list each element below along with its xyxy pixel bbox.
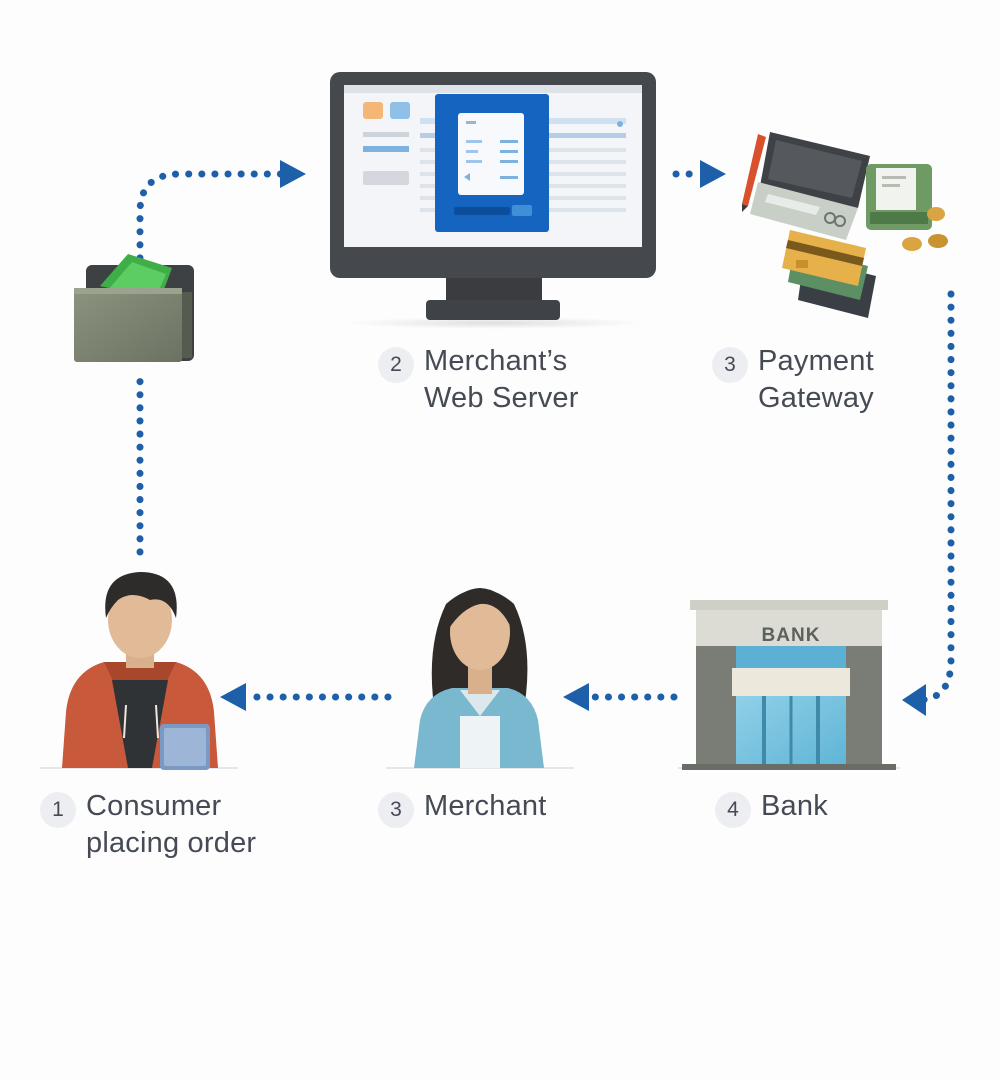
arrowheads bbox=[220, 160, 926, 716]
step-badge-web-server: 2 bbox=[378, 347, 414, 383]
bank-building-icon: BANK bbox=[678, 600, 900, 770]
label-bank: 4 Bank bbox=[715, 788, 828, 828]
step-badge-bank: 4 bbox=[715, 792, 751, 828]
label-consumer: 1 Consumer placing order bbox=[40, 788, 256, 862]
label-text-web-server: Merchant’s Web Server bbox=[424, 345, 579, 414]
wallet-icon bbox=[74, 254, 194, 362]
arrowhead-consumer bbox=[220, 683, 246, 711]
label-text-consumer: Consumer placing order bbox=[86, 790, 257, 859]
arrowhead-gateway bbox=[700, 160, 726, 188]
arrow-wallet-to-server bbox=[136, 170, 286, 262]
arrowhead-merchant bbox=[563, 683, 589, 711]
computer-monitor-icon bbox=[330, 72, 656, 329]
label-web-server: 2 Merchant’s Web Server bbox=[378, 343, 579, 417]
label-text-merchant: Merchant bbox=[424, 790, 547, 822]
arrowhead-server bbox=[280, 160, 306, 188]
step-badge-gateway: 3 bbox=[712, 347, 748, 383]
step-badge-merchant: 3 bbox=[378, 792, 414, 828]
label-text-gateway: Payment Gateway bbox=[758, 345, 874, 414]
person-with-tablet-icon bbox=[40, 572, 238, 770]
label-text-bank: Bank bbox=[761, 790, 828, 822]
label-merchant: 3 Merchant bbox=[378, 788, 547, 828]
payment-items-icon bbox=[742, 132, 948, 318]
arrowhead-bank bbox=[902, 684, 926, 716]
merchant-person-icon bbox=[386, 588, 574, 769]
arrow-gateway-to-bank bbox=[914, 290, 955, 704]
label-payment-gateway: 3 Payment Gateway bbox=[712, 343, 874, 417]
bank-sign-text: BANK bbox=[762, 625, 821, 646]
step-badge-consumer: 1 bbox=[40, 792, 76, 828]
